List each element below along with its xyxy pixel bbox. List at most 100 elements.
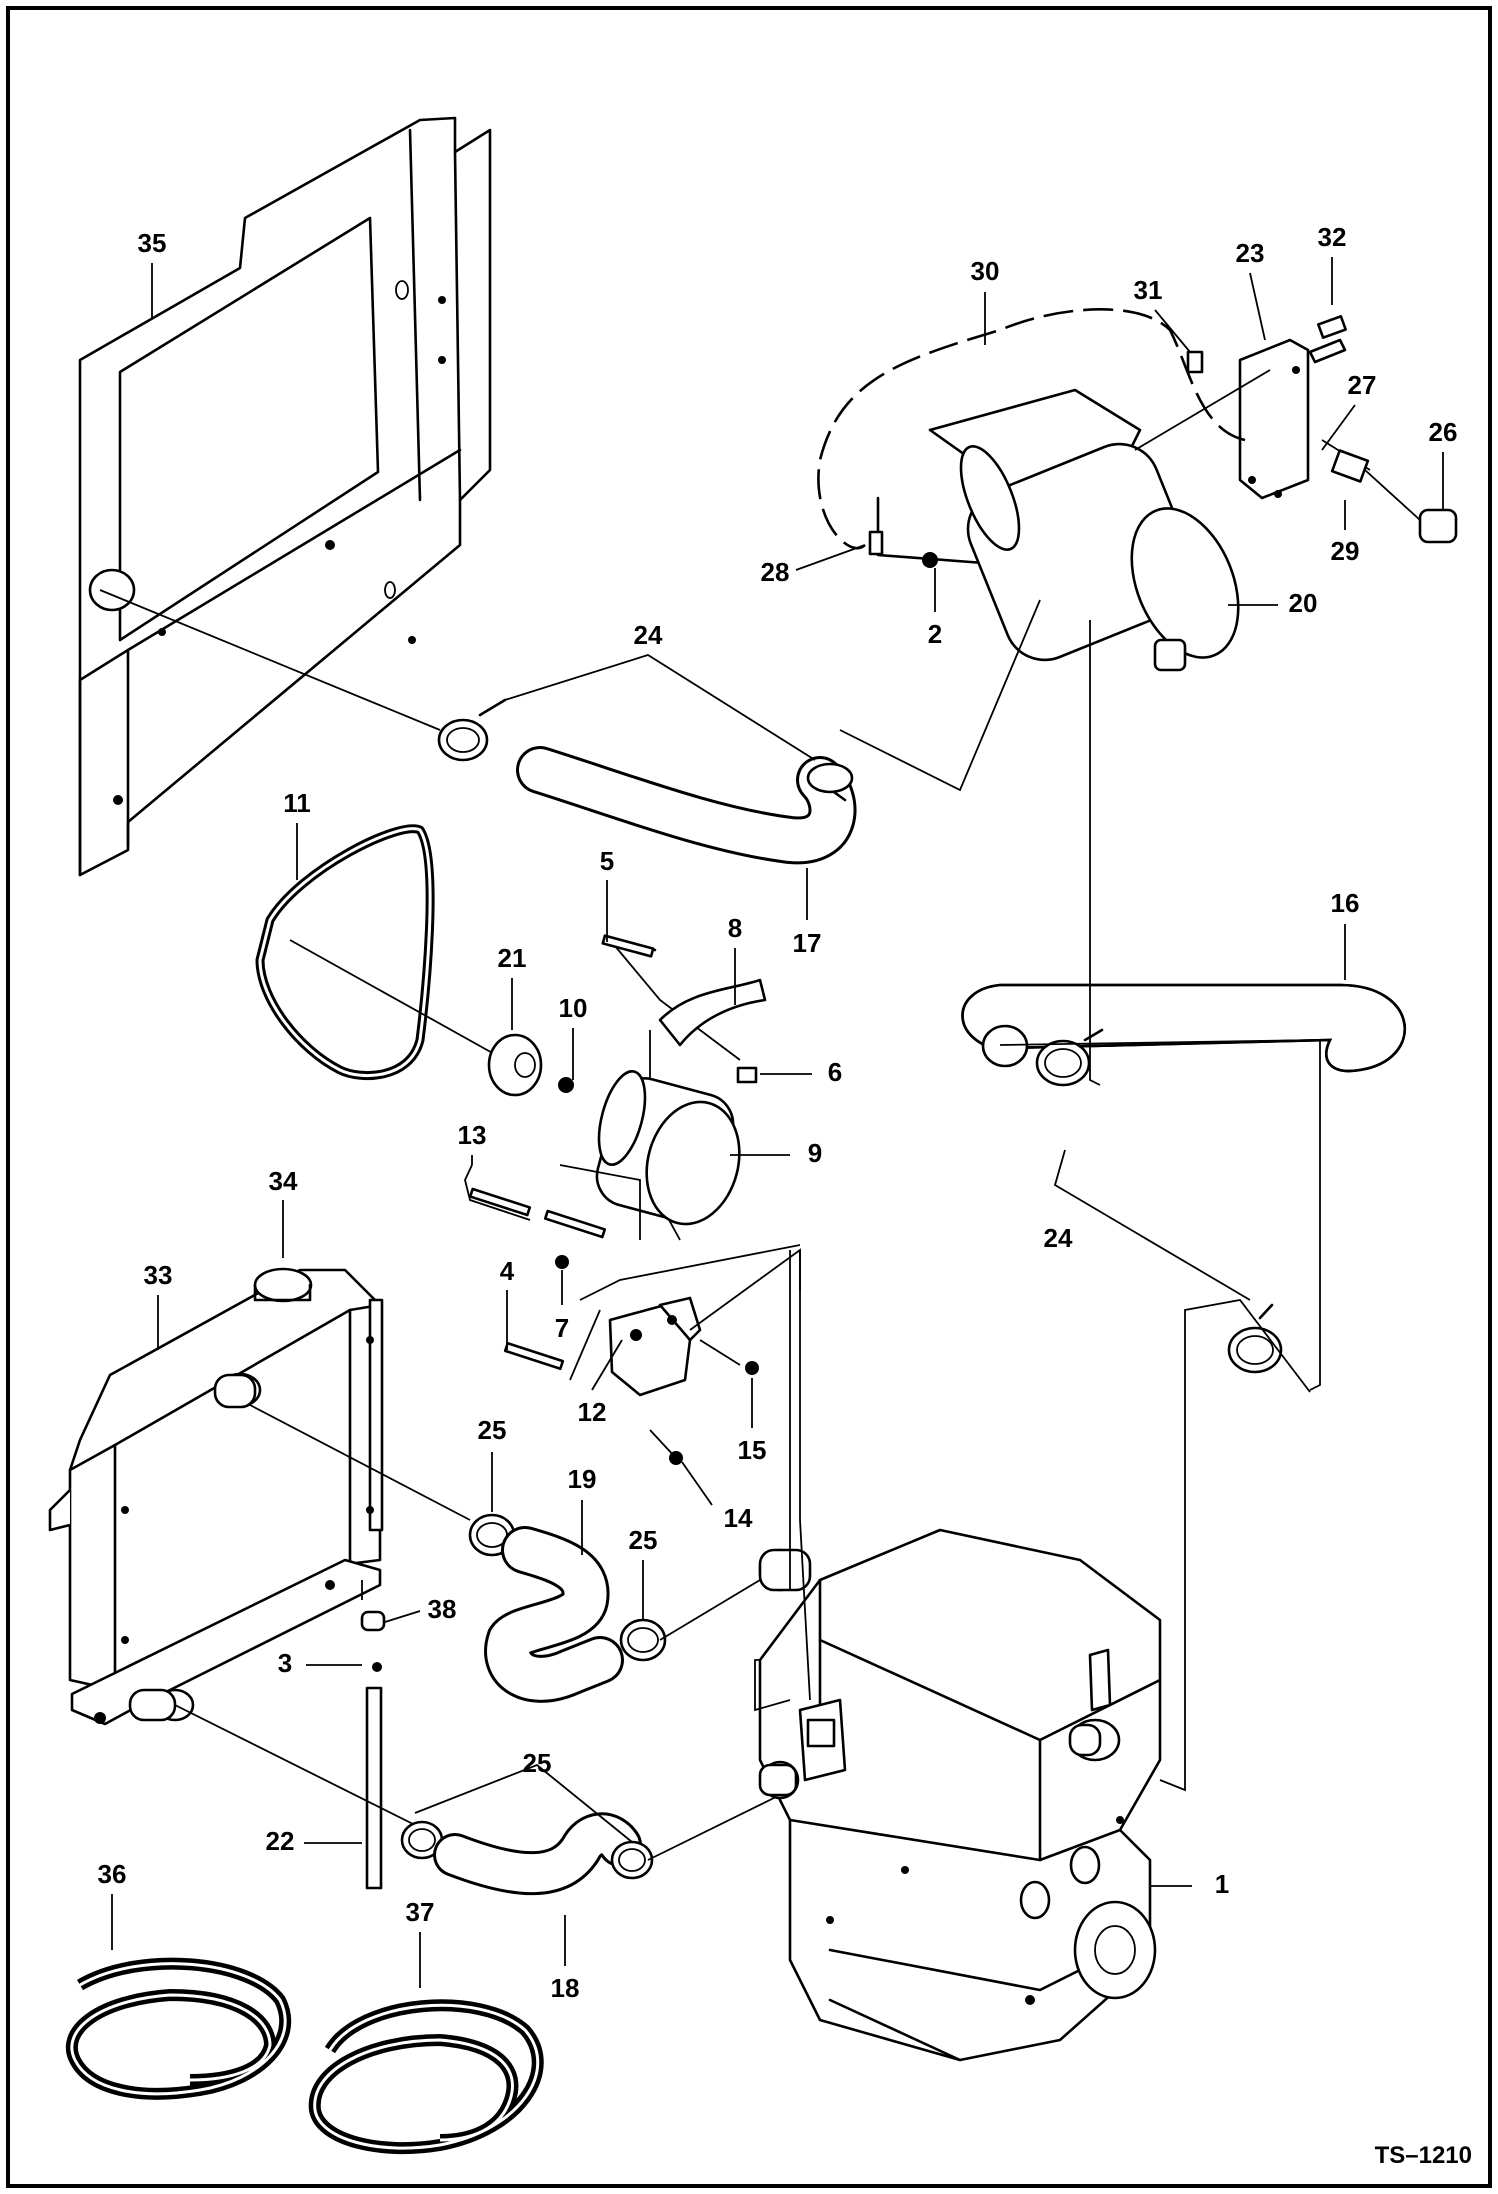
callout-26-cap: 26 <box>1429 417 1458 510</box>
callout-6-nut: 6 <box>760 1057 842 1087</box>
callout-number: 25 <box>478 1415 507 1445</box>
drawing-reference: TS–1210 <box>1375 2142 1472 2169</box>
callout-number: 31 <box>1134 275 1163 305</box>
callout-14-nut: 14 <box>681 1461 753 1533</box>
callout-17-upper-air-hose: 17 <box>793 868 822 958</box>
callout-38-drain-valve: 38 <box>384 1594 457 1624</box>
seal-drawing <box>65 1957 544 2155</box>
fan-belt-drawing <box>255 824 574 1097</box>
air-cleaner-drawing <box>817 308 1458 672</box>
callouts: 1234567891011121314151617181920212223242… <box>98 222 1458 2003</box>
callout-35-radiator-shroud: 35 <box>138 228 167 318</box>
air-intake-hose-drawing <box>961 620 1407 1792</box>
callout-number: 9 <box>808 1138 822 1168</box>
callout-31-bolt: 31 <box>1134 275 1191 353</box>
callout-37-foam-seal: 37 <box>406 1897 435 1988</box>
callout-5-bolt: 5 <box>600 846 614 942</box>
callout-number: 34 <box>269 1166 298 1196</box>
callout-8-alternator-brace: 8 <box>728 913 742 1005</box>
callout-number: 38 <box>428 1594 457 1624</box>
callout-19-upper-radiator-hose: 19 <box>568 1464 597 1555</box>
callout-11-fan-belt: 11 <box>283 788 311 880</box>
callout-20-air-cleaner: 20 <box>1228 588 1317 618</box>
callout-number: 22 <box>266 1826 295 1856</box>
callout-4-bolt: 4 <box>500 1256 515 1350</box>
callout-number: 6 <box>828 1057 842 1087</box>
callout-number: 21 <box>498 943 527 973</box>
callout-3-washer: 3 <box>278 1648 362 1678</box>
callout-2-nut: 2 <box>928 568 942 649</box>
callout-number: 3 <box>278 1648 292 1678</box>
callout-7-washer: 7 <box>555 1270 569 1343</box>
callout-number: 24 <box>634 620 663 650</box>
callout-number: 32 <box>1318 222 1347 252</box>
callout-number: 36 <box>98 1859 127 1889</box>
callout-number: 25 <box>629 1525 658 1555</box>
callout-number: 26 <box>1429 417 1458 447</box>
callout-number: 33 <box>144 1260 173 1290</box>
callout-number: 35 <box>138 228 167 258</box>
drawing-border <box>6 6 1492 2188</box>
callout-number: 1 <box>1215 1869 1229 1899</box>
callout-number: 10 <box>559 993 588 1023</box>
callout-number: 17 <box>793 928 822 958</box>
drain-drawing <box>360 1580 386 1890</box>
callout-number: 23 <box>1236 238 1265 268</box>
callout-number: 15 <box>738 1435 767 1465</box>
leader-line <box>1321 404 1356 451</box>
callout-number: 14 <box>724 1503 753 1533</box>
callout-number: 16 <box>1331 888 1360 918</box>
leader-line <box>681 1461 713 1506</box>
leader-line <box>591 1339 623 1391</box>
leader-line <box>384 1610 421 1623</box>
leader-line <box>795 544 866 571</box>
callout-number: 37 <box>406 1897 435 1927</box>
callout-9-alternator: 9 <box>730 1138 822 1168</box>
callout-13-bolt: 13 <box>458 1120 486 1165</box>
callout-number: 7 <box>555 1313 569 1343</box>
callout-25-hose-clamp: 25 <box>478 1415 507 1512</box>
leader-line <box>1249 272 1266 341</box>
callout-number: 27 <box>1348 370 1377 400</box>
upper-air-hose-drawing <box>99 589 1041 865</box>
callout-number: 24 <box>1044 1223 1073 1253</box>
callout-16-air-intake-hose: 16 <box>1331 888 1360 980</box>
callout-10-washer: 10 <box>559 993 588 1080</box>
callout-number: 8 <box>728 913 742 943</box>
callout-number: 11 <box>283 788 311 818</box>
callout-number: 19 <box>568 1464 597 1494</box>
callout-15-nut: 15 <box>738 1378 767 1465</box>
callout-18-lower-radiator-hose: 18 <box>551 1915 580 2003</box>
callout-36-foam-seal: 36 <box>98 1859 127 1950</box>
callout-25-hose-clamp: 25 <box>523 1748 552 1778</box>
callout-number: 5 <box>600 846 614 876</box>
callout-27-restriction-indicator: 27 <box>1321 370 1377 451</box>
callout-22-drain-tube: 22 <box>266 1826 362 1856</box>
callout-number: 18 <box>551 1973 580 2003</box>
callout-21-fan-pulley: 21 <box>498 943 527 1030</box>
callout-28-bolt: 28 <box>761 544 866 587</box>
callout-1-engine: 1 <box>1150 1869 1229 1899</box>
callout-number: 29 <box>1331 536 1360 566</box>
radiator-hoses-drawing <box>174 1404 781 1896</box>
callout-number: 4 <box>500 1256 515 1286</box>
callout-number: 20 <box>1289 588 1318 618</box>
callout-number: 2 <box>928 619 942 649</box>
callout-number: 30 <box>971 256 1000 286</box>
callout-12-alternator-bracket: 12 <box>578 1339 623 1427</box>
callout-24-hose-clamp: 24 <box>1044 1223 1073 1253</box>
callout-25-hose-clamp: 25 <box>629 1525 658 1620</box>
callout-number: 28 <box>761 557 790 587</box>
callout-30-hose: 30 <box>971 256 1000 345</box>
radiator-shroud-drawing <box>78 116 492 877</box>
callout-number: 12 <box>578 1397 607 1427</box>
callout-23-air-cleaner-bracket: 23 <box>1236 238 1266 341</box>
callout-number: 25 <box>523 1748 552 1778</box>
callout-24-hose-clamp: 24 <box>634 620 663 650</box>
alternator-bracket-drawing <box>464 1164 801 1465</box>
alternator-drawing <box>559 934 801 1301</box>
callout-32-bolt: 32 <box>1318 222 1347 305</box>
callout-29-adapter: 29 <box>1331 500 1360 566</box>
leader-line <box>1154 309 1191 353</box>
